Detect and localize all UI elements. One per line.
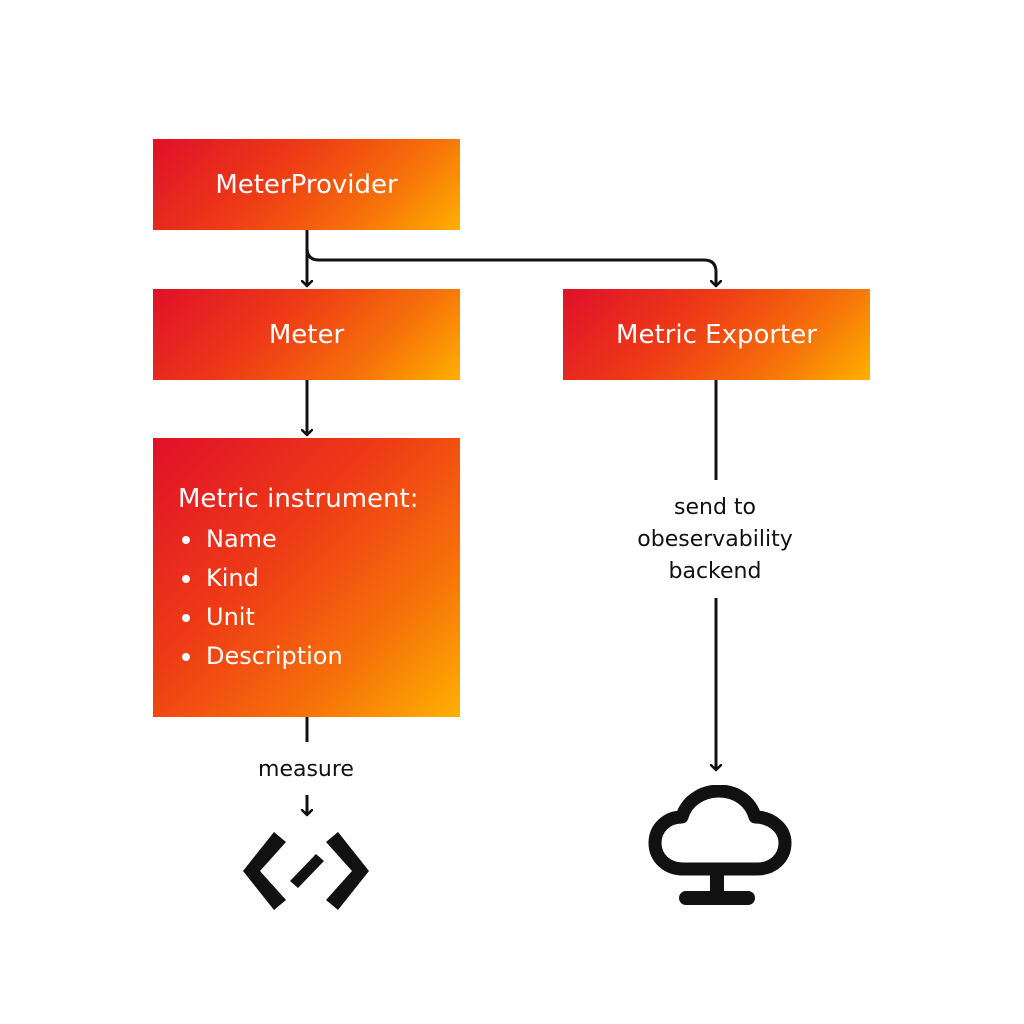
- meter-provider-node: MeterProvider: [153, 139, 460, 230]
- instrument-attribute-unit: Unit: [178, 598, 460, 637]
- arrow-provider-to-exporter: [305, 230, 716, 286]
- metric-instrument-title: Metric instrument:: [178, 484, 419, 514]
- metric-instrument-node: Metric instrument: Name Kind Unit Descri…: [153, 438, 460, 717]
- meter-provider-label: MeterProvider: [215, 169, 398, 200]
- code-icon: [243, 832, 369, 910]
- metric-exporter-node: Metric Exporter: [563, 289, 870, 380]
- send-to-backend-edge-label: send to obeservability backend: [637, 495, 793, 584]
- instrument-attribute-description: Description: [178, 637, 460, 676]
- measure-edge-label: measure: [258, 757, 354, 782]
- meter-label: Meter: [268, 319, 345, 350]
- meter-node: Meter: [153, 289, 460, 380]
- cloud-network-icon: [648, 785, 792, 905]
- instrument-attribute-list: Name Kind Unit Description: [178, 520, 460, 676]
- instrument-attribute-name: Name: [178, 520, 460, 559]
- instrument-attribute-kind: Kind: [178, 559, 460, 598]
- metric-exporter-label: Metric Exporter: [616, 319, 817, 350]
